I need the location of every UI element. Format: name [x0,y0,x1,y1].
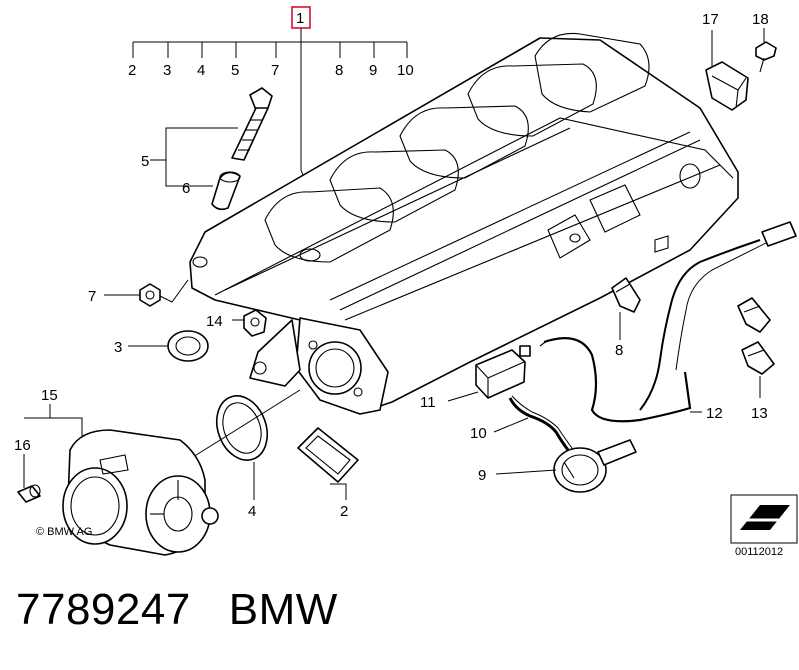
gasket-2[interactable] [297,427,359,483]
hose-12[interactable] [539,337,692,423]
part-number: 7789247 [16,585,191,634]
callout-8-top[interactable]: 8 [335,62,343,79]
nut-7[interactable] [139,283,161,307]
valve-11[interactable] [475,345,531,399]
copyright-notice: © BMW AG [36,526,93,538]
actuator-9[interactable] [553,439,637,493]
callout-1[interactable]: 1 [296,10,304,27]
callout-10-top[interactable]: 10 [397,62,414,79]
o-ring-4[interactable] [208,389,276,467]
orientation-arrow-icon [730,494,798,544]
callout-15[interactable]: 15 [41,387,58,404]
footer-caption: 7789247 BMW [16,585,376,635]
callout-4-top[interactable]: 4 [197,62,205,79]
callout-5-top[interactable]: 5 [231,62,239,79]
brand-name: BMW [228,585,338,634]
callout-2-top[interactable]: 2 [128,62,136,79]
nut-14[interactable] [243,309,267,337]
callout-9-top[interactable]: 9 [369,62,377,79]
clips-13[interactable] [737,297,775,375]
intake-manifold[interactable] [189,32,739,415]
screw-18[interactable] [755,41,777,73]
callout-14[interactable]: 14 [206,313,223,330]
callout-8-right[interactable]: 8 [615,342,623,359]
callout-17[interactable]: 17 [702,11,719,28]
callout-7-left[interactable]: 7 [88,288,96,305]
callout-11[interactable]: 11 [420,394,436,411]
callout-3-left[interactable]: 3 [114,339,122,356]
callout-13[interactable]: 13 [751,405,768,422]
sensor-17[interactable] [705,61,749,111]
parts-diagram: 1 2 3 4 5 7 8 9 10 [14,6,798,556]
throttle-housing-15[interactable] [62,429,219,556]
callout-3-top[interactable]: 3 [163,62,171,79]
callout-4-bottom[interactable]: 4 [248,503,256,520]
drawing-number: 00112012 [735,546,784,558]
clip-8[interactable] [611,277,641,313]
sleeve-6[interactable] [211,171,241,211]
part-1-highlight-box [291,6,311,29]
callout-2-bottom[interactable]: 2 [340,503,348,520]
bolt-5[interactable] [231,87,273,161]
callout-12[interactable]: 12 [706,405,723,422]
callout-6[interactable]: 6 [182,180,190,197]
ring-3[interactable] [167,330,209,362]
screw-16[interactable] [17,484,41,503]
callout-5-left[interactable]: 5 [141,153,149,170]
vacuum-pipe [639,221,797,411]
callout-9-bottom[interactable]: 9 [478,467,486,484]
callout-10-bottom[interactable]: 10 [470,425,487,442]
hose-10[interactable] [508,395,573,451]
callout-7-top[interactable]: 7 [271,62,279,79]
callout-18[interactable]: 18 [752,11,769,28]
callout-16[interactable]: 16 [14,437,31,454]
